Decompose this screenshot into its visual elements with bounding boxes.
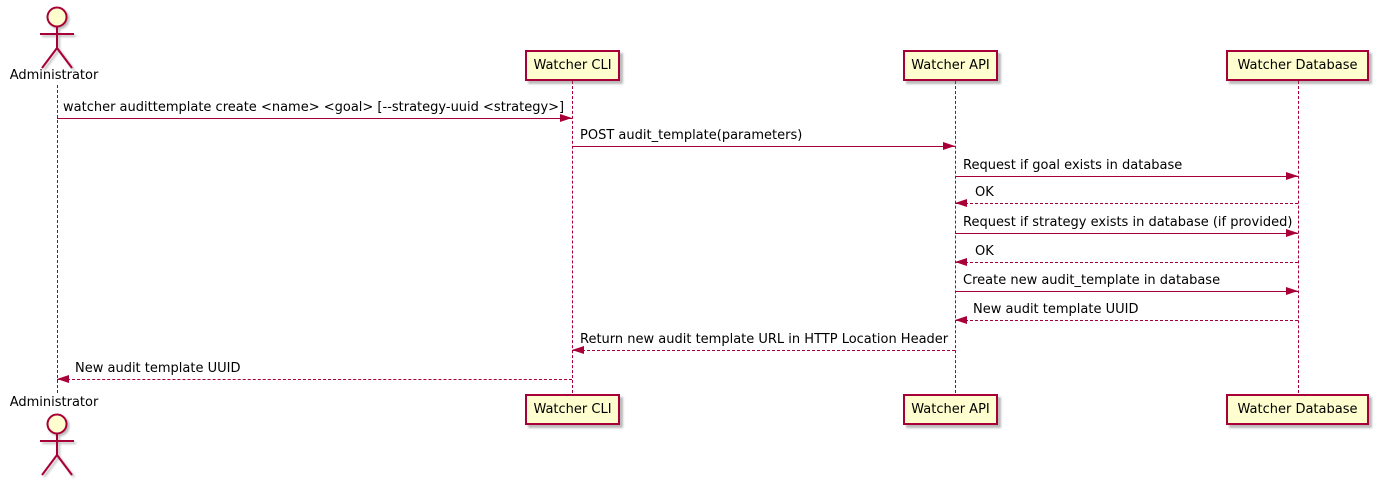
participant-watcher-cli-top: Watcher CLI [525, 50, 620, 81]
lifeline-watcher-api [955, 81, 956, 393]
message-line [955, 320, 1298, 321]
message-label: New audit template UUID [75, 361, 241, 376]
actor-label-top: Administrator [9, 68, 99, 83]
message-label: OK [975, 185, 994, 200]
actor-icon [40, 413, 74, 476]
message-line [955, 203, 1298, 204]
message-line [955, 233, 1298, 234]
message-label: New audit template UUID [973, 302, 1139, 317]
participant-watcher-database-top: Watcher Database [1226, 50, 1369, 81]
lifeline-administrator [57, 85, 58, 393]
message-label: Request if strategy exists in database (… [963, 215, 1293, 230]
participant-label: Watcher API [911, 58, 990, 73]
participant-label: Watcher Database [1237, 58, 1358, 73]
participant-watcher-api-top: Watcher API [903, 50, 998, 81]
actor-icon [40, 6, 74, 69]
message-line [955, 262, 1298, 263]
arrowhead-left-icon [955, 198, 967, 207]
arrowhead-right-icon [1286, 286, 1298, 295]
actor-label-bottom: Administrator [9, 395, 99, 410]
message-label: Create new audit_template in database [963, 273, 1221, 288]
arrowhead-right-icon [943, 141, 955, 150]
lifeline-watcher-cli [572, 81, 573, 393]
participant-label: Watcher CLI [533, 402, 612, 417]
message-line [57, 118, 572, 119]
participant-label: Watcher Database [1237, 402, 1358, 417]
participant-watcher-database-bottom: Watcher Database [1226, 394, 1369, 425]
message-line [955, 291, 1298, 292]
arrowhead-left-icon [57, 374, 69, 383]
participant-label: Watcher CLI [533, 58, 612, 73]
message-label: watcher audittemplate create <name> <goa… [63, 100, 565, 115]
participant-watcher-cli-bottom: Watcher CLI [525, 394, 620, 425]
arrowhead-right-icon [560, 113, 572, 122]
message-line [955, 176, 1298, 177]
message-line [572, 146, 955, 147]
message-line [57, 379, 572, 380]
arrowhead-left-icon [955, 257, 967, 266]
message-label: POST audit_template(parameters) [580, 128, 803, 143]
participant-watcher-api-bottom: Watcher API [903, 394, 998, 425]
message-line [572, 350, 955, 351]
message-label: Return new audit template URL in HTTP Lo… [580, 332, 949, 347]
lifeline-watcher-database [1298, 81, 1299, 393]
arrowhead-right-icon [1286, 228, 1298, 237]
participant-label: Watcher API [911, 402, 990, 417]
arrowhead-right-icon [1286, 171, 1298, 180]
arrowhead-left-icon [955, 315, 967, 324]
message-label: Request if goal exists in database [963, 158, 1183, 173]
arrowhead-left-icon [572, 345, 584, 354]
message-label: OK [975, 244, 994, 259]
